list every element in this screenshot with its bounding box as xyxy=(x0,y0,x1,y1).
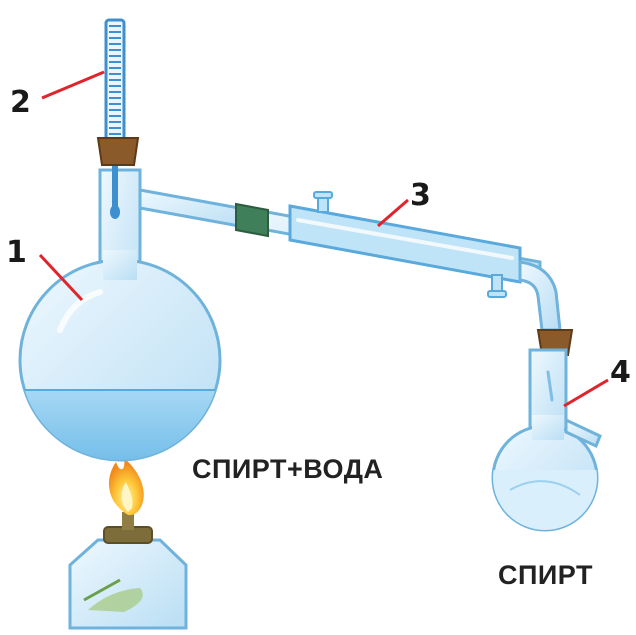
condenser xyxy=(243,191,542,298)
receiver-flask xyxy=(491,329,602,532)
label-condenser: 3 xyxy=(410,178,431,213)
label-flask: 1 xyxy=(6,235,27,270)
adapter-bend xyxy=(518,260,562,332)
pointer-4 xyxy=(563,378,609,408)
pointer-1 xyxy=(38,253,84,302)
label-receiver: 4 xyxy=(610,355,631,390)
label-thermometer: 2 xyxy=(10,85,31,120)
pointer-2 xyxy=(41,70,105,100)
flask-stopper xyxy=(96,137,140,166)
spirit-lamp xyxy=(68,512,188,630)
caption-mixture: СПИРТ+ВОДА xyxy=(192,454,383,484)
tube-clamp xyxy=(235,202,269,238)
flame xyxy=(108,458,144,516)
caption-product: СПИРТ xyxy=(498,560,593,590)
pointer-3 xyxy=(377,198,409,228)
distillation-flask xyxy=(18,168,252,462)
pointer-lines xyxy=(38,70,609,408)
